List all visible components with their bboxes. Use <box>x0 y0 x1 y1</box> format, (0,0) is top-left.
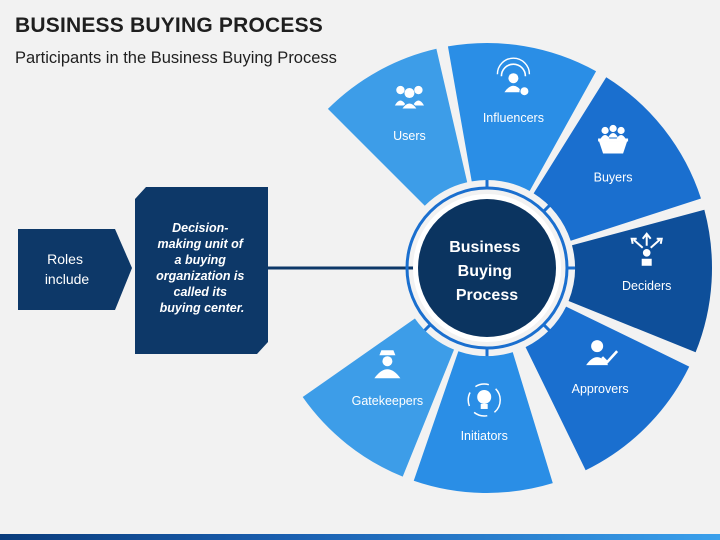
gatekeeper-icon <box>374 350 401 379</box>
segment-deciders <box>568 209 713 353</box>
segment-buyers <box>533 77 701 241</box>
users-icon <box>393 85 426 110</box>
definition-line-4: organization is <box>156 269 244 283</box>
definition-line-5: called its <box>174 285 228 299</box>
roles-line-1: Roles <box>47 251 83 267</box>
lightbulb-icon <box>467 383 501 417</box>
buyers-basket-icon <box>598 124 629 154</box>
definition-line-2: making unit of <box>158 237 245 251</box>
center-ring-outer <box>405 186 569 350</box>
segment-label-approvers: Approvers <box>572 382 629 396</box>
center-line-2: Buying <box>458 263 512 280</box>
segment-label-users: Users <box>393 129 426 143</box>
bottom-accent-bar <box>0 534 720 540</box>
segment-gatekeepers <box>302 318 455 477</box>
influencer-icon <box>496 57 531 97</box>
roles-box-shape <box>18 229 132 310</box>
page-title: BUSINESS BUYING PROCESS <box>15 14 323 37</box>
center-circle <box>418 199 556 337</box>
segment-label-buyers: Buyers <box>594 170 633 184</box>
roles-box: Roles include <box>18 229 132 310</box>
definition-line-1: Decision- <box>172 221 228 235</box>
segment-label-deciders: Deciders <box>622 279 671 293</box>
roles-line-2: include <box>45 271 90 287</box>
segment-users <box>327 48 468 206</box>
center-line-3: Process <box>456 287 518 304</box>
decider-arrows-icon <box>630 232 663 266</box>
definition-box-shape <box>135 187 268 354</box>
definition-box: Decision- making unit of a buying organi… <box>135 187 268 354</box>
approver-check-icon <box>586 340 619 366</box>
segment-approvers <box>525 306 690 471</box>
segment-initiators <box>413 351 553 493</box>
center-text: Business Buying Process <box>449 239 525 304</box>
roles-box-text: Roles include <box>45 251 90 287</box>
segments-group: Users InfluencersBuyersDecidersApproversI… <box>302 43 713 493</box>
segment-label-influencers: Influencers <box>483 111 544 125</box>
segment-influencers <box>447 43 597 192</box>
definition-line-6: buying center. <box>160 301 245 315</box>
center-hub: Business Buying Process <box>405 186 569 350</box>
center-line-1: Business <box>449 239 520 256</box>
segment-label-initiators: Initiators <box>461 429 508 443</box>
segment-label-gatekeepers: Gatekeepers <box>352 394 424 408</box>
page-subtitle: Participants in the Business Buying Proc… <box>15 49 337 67</box>
definition-line-3: a buying <box>175 253 227 267</box>
definition-text: Decision- making unit of a buying organi… <box>156 221 248 315</box>
